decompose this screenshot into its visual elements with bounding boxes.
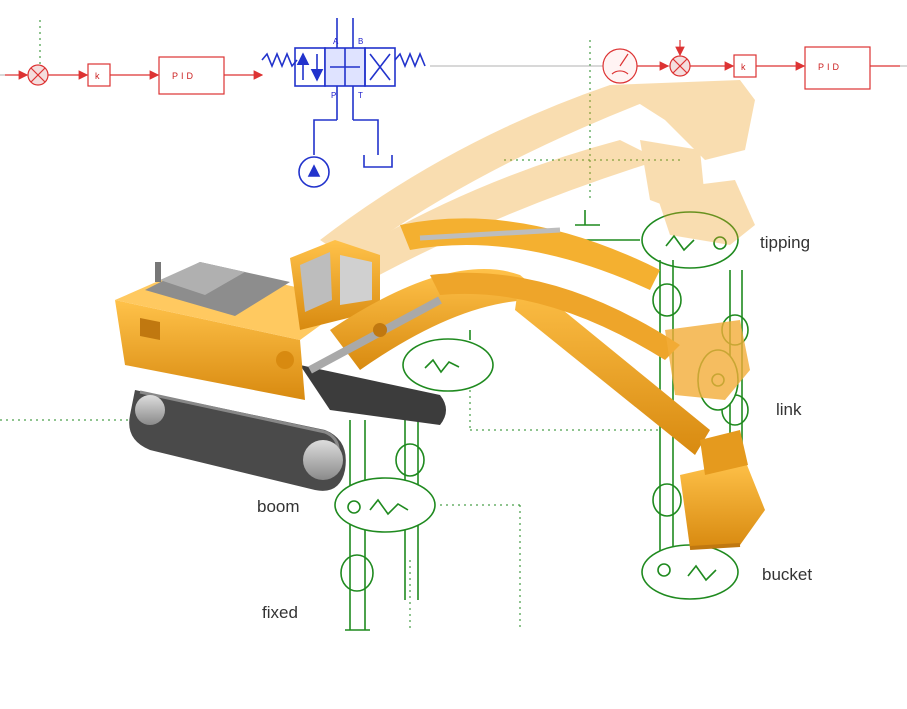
- port-b-label: B: [358, 37, 363, 46]
- label-fixed: fixed: [262, 603, 298, 622]
- tank-icon: [363, 155, 393, 168]
- link-body-center: [402, 338, 494, 392]
- gain-label-right: k: [741, 62, 749, 72]
- summing-junction-icon: [669, 55, 691, 77]
- port-a-label: A: [333, 37, 339, 46]
- crawler-track: [129, 365, 446, 491]
- control-loop-right: [602, 40, 900, 90]
- port-t-label: T: [358, 91, 363, 100]
- bucket: [680, 430, 765, 550]
- cab: [290, 240, 380, 330]
- angle-sensor-icon: [602, 48, 638, 84]
- port-p-label: P: [331, 91, 336, 100]
- upper-structure: [115, 262, 355, 400]
- pid-label-left: PID: [172, 71, 196, 81]
- signal-lines-grey: [0, 65, 907, 76]
- bucket-mid: [665, 320, 750, 400]
- stick-arm: [400, 218, 680, 360]
- label-boom: boom: [257, 497, 300, 516]
- gain-label-left: k: [95, 71, 103, 81]
- bucket-body: [641, 544, 739, 600]
- excavator: [115, 218, 765, 550]
- pump-icon: [298, 156, 330, 188]
- pid-label-right: PID: [818, 62, 842, 72]
- directional-valve: [261, 18, 426, 155]
- label-tipping: tipping: [760, 233, 810, 252]
- label-bucket: bucket: [762, 565, 812, 584]
- label-link: link: [776, 400, 802, 419]
- fixed-ground-icon: [345, 600, 370, 631]
- summing-junction-icon: [27, 64, 49, 86]
- boom-body: [334, 477, 436, 533]
- control-loop-left: [5, 56, 264, 95]
- tipping-body: [641, 211, 739, 269]
- pid-block-right: [804, 46, 871, 90]
